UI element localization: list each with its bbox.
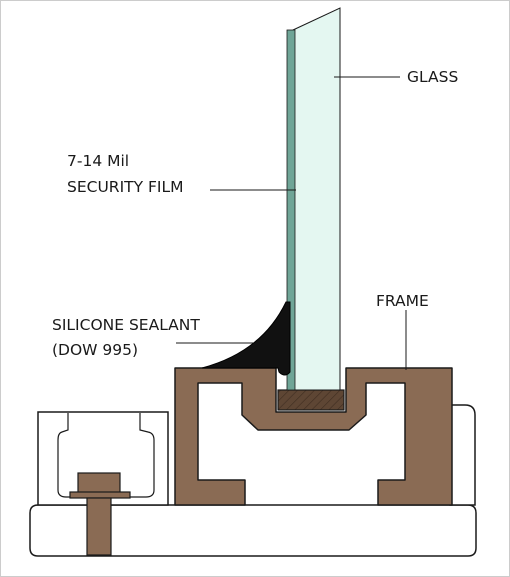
sealant-label-line2: (DOW 995) [52, 341, 138, 359]
anchor-bolt [69, 472, 131, 556]
film-label-line1: 7-14 Mil [67, 152, 129, 170]
subframe-right-lip [449, 404, 476, 506]
base-substrate [29, 504, 477, 557]
setting-block [277, 389, 345, 411]
bolt-washer [69, 491, 131, 499]
frame-label: FRAME [376, 292, 429, 310]
bolt-nut [77, 472, 121, 494]
glass-pane [292, 7, 341, 391]
sealant-label-line1: SILICONE SEALANT [52, 316, 200, 334]
security-film [286, 29, 296, 391]
glass-label: GLASS [407, 68, 458, 86]
film-label-line2: SECURITY FILM [67, 178, 184, 196]
frame-profile [174, 367, 453, 506]
silicone-sealant [201, 301, 291, 376]
bolt-shank [86, 497, 112, 556]
